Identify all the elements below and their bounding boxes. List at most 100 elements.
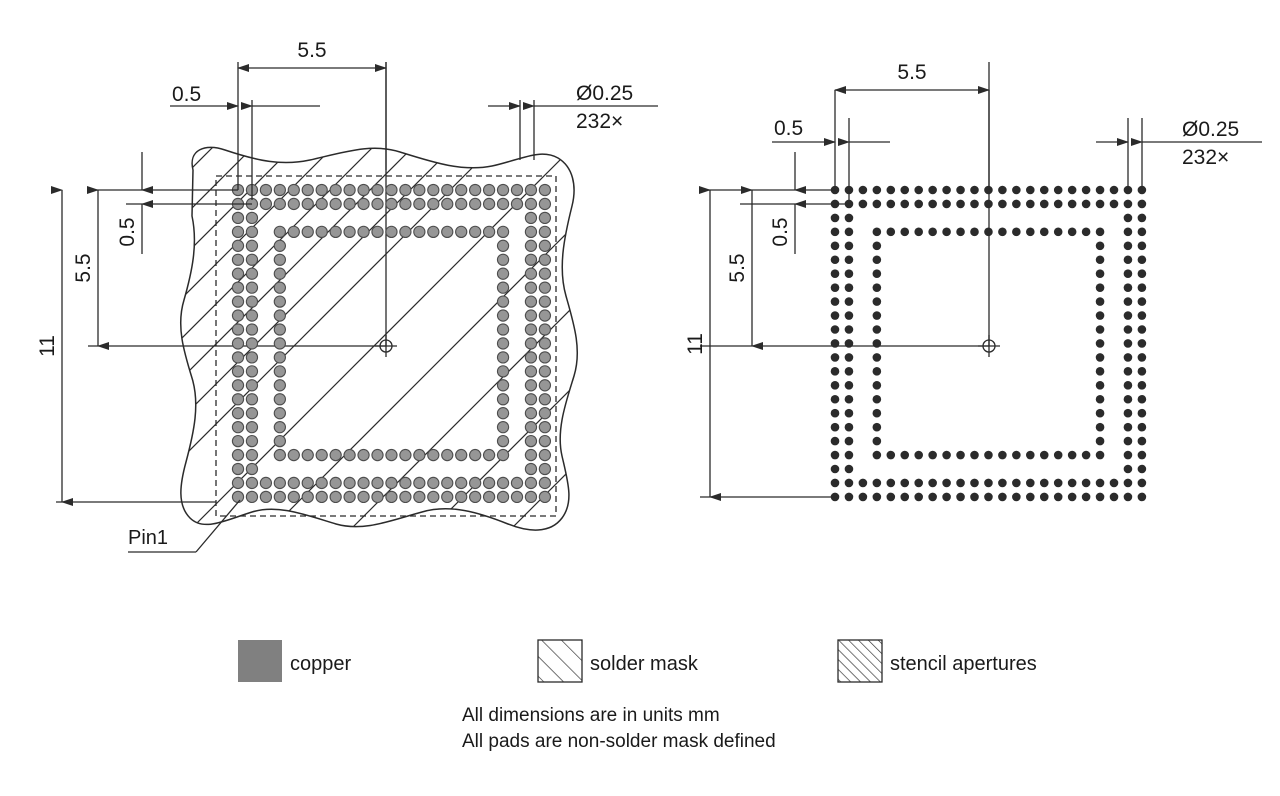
pad: [1039, 478, 1049, 488]
pad: [872, 408, 882, 418]
pad: [830, 464, 840, 474]
pad: [830, 339, 840, 348]
pad: [231, 239, 245, 252]
pad: [273, 490, 286, 504]
pad: [872, 255, 882, 265]
pad: [844, 255, 854, 265]
legend-item-stencil: stencil apertures: [837, 639, 1037, 683]
pad: [343, 225, 356, 238]
pad: [496, 337, 510, 350]
pad: [468, 225, 482, 238]
pad: [1039, 199, 1049, 209]
pad: [315, 225, 328, 238]
pad: [538, 323, 552, 336]
pad: [427, 225, 440, 238]
pad: [510, 490, 524, 504]
pad: [900, 185, 910, 195]
pad: [524, 253, 538, 266]
pad: [1095, 436, 1105, 446]
pad: [886, 185, 896, 195]
pad: [1053, 185, 1063, 195]
pad: [245, 211, 259, 225]
pad: [1137, 241, 1147, 251]
pad: [1109, 492, 1119, 502]
pad: [538, 351, 552, 364]
pad: [343, 197, 356, 211]
pad: [273, 225, 286, 238]
legend-item-solder-mask: solder mask: [537, 639, 699, 683]
pad: [357, 448, 370, 462]
pad: [496, 253, 510, 266]
pad: [1123, 227, 1133, 237]
pad: [844, 269, 854, 279]
pad: [956, 478, 965, 488]
pad: [455, 476, 468, 490]
pad: [538, 365, 552, 378]
pad: [1012, 492, 1021, 502]
pad: [830, 408, 840, 418]
pad: [315, 448, 328, 462]
pad: [273, 183, 286, 197]
pad: [830, 478, 840, 488]
legend-swatch-solder-mask: [537, 639, 583, 683]
pad: [886, 227, 896, 237]
pad: [844, 311, 854, 320]
pad: [413, 448, 426, 462]
dim-label-pitch-left-right: 0.5: [769, 217, 792, 246]
pad: [1137, 408, 1147, 418]
pad: [1081, 450, 1091, 460]
pad: [914, 227, 923, 237]
pad: [524, 393, 538, 406]
pad: [928, 492, 937, 502]
pad: [1095, 311, 1105, 320]
pad: [1026, 492, 1035, 502]
pad: [245, 476, 259, 490]
pad: [329, 490, 342, 504]
pad: [441, 448, 454, 462]
pad: [441, 183, 454, 197]
pad: [844, 325, 854, 334]
pad: [245, 365, 259, 378]
pad: [315, 490, 328, 504]
pad: [1039, 492, 1049, 502]
pad: [427, 197, 440, 211]
pad: [984, 227, 993, 237]
pad: [1012, 199, 1021, 209]
pad: [329, 225, 342, 238]
pad: [538, 295, 552, 308]
pad: [830, 227, 840, 237]
pad: [830, 394, 840, 404]
pad: [371, 476, 384, 490]
pad: [231, 281, 245, 294]
pad: [245, 351, 259, 364]
pad: [524, 323, 538, 336]
pad: [441, 490, 454, 504]
pin1-label: Pin1: [128, 527, 168, 549]
pad: [942, 450, 951, 460]
pad: [998, 450, 1007, 460]
pad: [524, 183, 538, 197]
pad: [1137, 269, 1147, 279]
pad: [524, 379, 538, 392]
pad: [858, 185, 868, 195]
pad: [844, 297, 854, 306]
pad: [844, 353, 854, 362]
pad: [496, 407, 510, 420]
pad: [1123, 325, 1133, 334]
pad: [872, 478, 882, 488]
pad: [886, 199, 896, 209]
pad: [245, 225, 259, 238]
pad: [844, 213, 854, 223]
pad: [245, 267, 259, 280]
pad: [315, 183, 328, 197]
pad: [998, 227, 1007, 237]
pad: [1095, 492, 1105, 502]
pad: [496, 351, 510, 364]
pad: [1137, 325, 1147, 334]
pad: [259, 476, 273, 490]
pad: [1081, 199, 1091, 209]
pad: [1095, 367, 1105, 376]
pad: [245, 407, 259, 420]
pad: [301, 490, 314, 504]
notes-block: All dimensions are in units mm All pads …: [462, 705, 776, 752]
